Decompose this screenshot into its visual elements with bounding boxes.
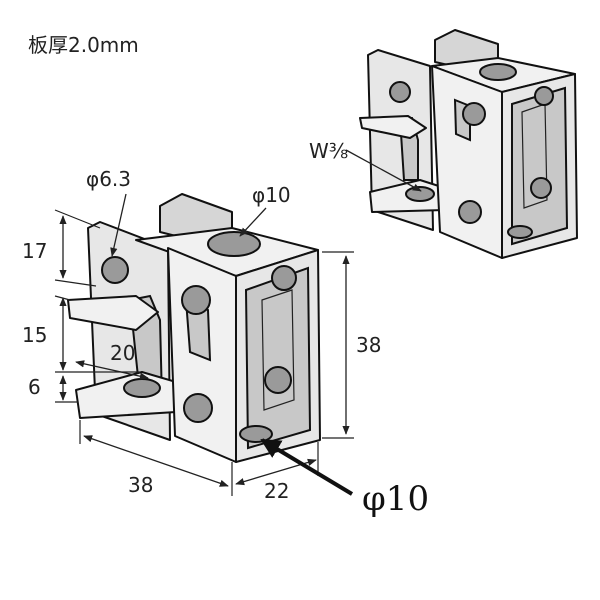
bracket-main-view: [67, 193, 321, 463]
dim-17-label: 17: [22, 239, 47, 263]
dim-15-label: 15: [22, 323, 47, 347]
dim-6: 6: [28, 375, 78, 403]
dim-22-label: 22: [264, 479, 289, 503]
w38-leader: [345, 149, 422, 192]
dim-phi10-big: φ10: [260, 438, 429, 519]
dim-20: 20: [75, 341, 149, 380]
dim-phi63: φ6.3: [86, 167, 131, 257]
dim-20-label: 20: [110, 341, 135, 365]
phi10-top-label: φ10: [252, 183, 291, 207]
dim-38-bottom: 38: [79, 420, 233, 497]
phi10-big-label: φ10: [362, 479, 429, 519]
dim-phi10-top: φ10: [239, 183, 291, 237]
w38-label: W⅜: [309, 139, 348, 163]
dim-6-label: 6: [28, 375, 41, 399]
phi63-label: φ6.3: [86, 167, 131, 191]
plate-thickness-title: 板厚2.0mm: [28, 33, 139, 57]
bracket-small-view: [359, 29, 578, 259]
dim-38-right: 38: [322, 251, 381, 439]
dim-38-right-label: 38: [356, 333, 381, 357]
dim-38-bottom-label: 38: [128, 473, 153, 497]
dim-17: 17: [22, 209, 101, 287]
